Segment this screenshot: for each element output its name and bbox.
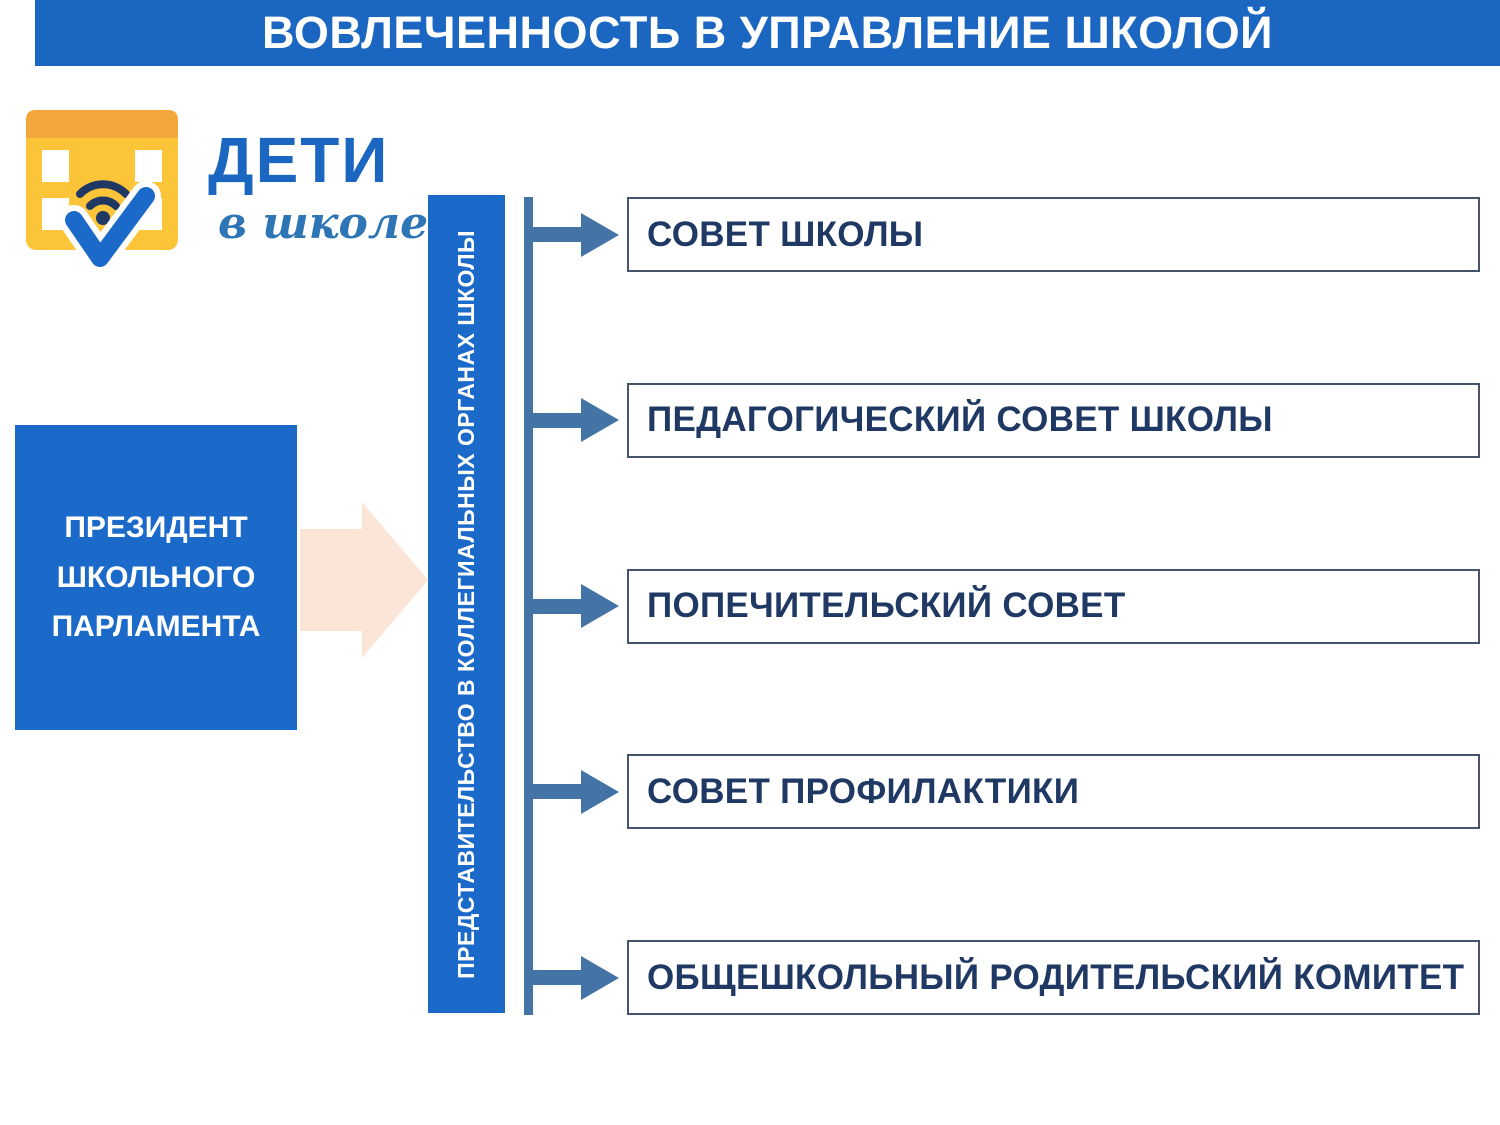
collegial-bodies-tree: СОВЕТ ШКОЛЫ ПЕДАГОГИЧЕСКИЙ СОВЕТ ШКОЛЫ П… — [524, 197, 1480, 1015]
school-logo-icon — [22, 100, 194, 278]
flow-arrow-icon — [300, 502, 428, 658]
logo-title: ДЕТИ — [208, 124, 390, 196]
branch-arrow-icon — [533, 398, 619, 443]
connector-trunk-line — [524, 197, 533, 1015]
body-row: ПЕДАГОГИЧЕСКИЙ СОВЕТ ШКОЛЫ — [524, 382, 1480, 458]
president-box: ПРЕЗИДЕНТ ШКОЛЬНОГО ПАРЛАМЕНТА — [15, 425, 297, 730]
branch-arrow-icon — [533, 769, 619, 814]
logo-subtitle: в школе — [218, 198, 429, 249]
body-box-label: СОВЕТ ШКОЛЫ — [647, 214, 924, 254]
branch-arrow-icon — [533, 212, 619, 257]
branch-arrow-icon — [533, 955, 619, 1000]
body-row: ПОПЕЧИТЕЛЬСКИЙ СОВЕТ — [524, 568, 1480, 644]
body-box: ПЕДАГОГИЧЕСКИЙ СОВЕТ ШКОЛЫ — [627, 382, 1480, 458]
body-box-label: ОБЩЕШКОЛЬНЫЙ РОДИТЕЛЬСКИЙ КОМИТЕТ — [647, 957, 1465, 997]
body-box-label: ПОПЕЧИТЕЛЬСКИЙ СОВЕТ — [647, 586, 1126, 625]
body-row: СОВЕТ ШКОЛЫ — [524, 197, 1480, 272]
flow-arrow-shaft — [300, 529, 362, 631]
checkmark-icon — [59, 181, 161, 273]
body-box-label: СОВЕТ ПРОФИЛАКТИКИ — [647, 771, 1080, 811]
body-row: ОБЩЕШКОЛЬНЫЙ РОДИТЕЛЬСКИЙ КОМИТЕТ — [524, 940, 1480, 1015]
president-label: ПРЕЗИДЕНТ ШКОЛЬНОГО ПАРЛАМЕНТА — [51, 511, 261, 644]
school-building-icon — [26, 110, 178, 273]
body-box: СОВЕТ ШКОЛЫ — [627, 197, 1480, 272]
logo: ДЕТИ в школе — [22, 100, 428, 278]
wifi-icon — [76, 180, 130, 210]
title-banner: ВОВЛЕЧЕННОСТЬ В УПРАВЛЕНИЕ ШКОЛОЙ — [35, 0, 1500, 66]
branch-arrow-icon — [533, 584, 619, 628]
representation-bar-label: ПРЕДСТАВИТЕЛЬСТВО В КОЛЛЕГИАЛЬНЫХ ОРГАНА… — [453, 229, 479, 979]
slide-title: ВОВЛЕЧЕННОСТЬ В УПРАВЛЕНИЕ ШКОЛОЙ — [262, 7, 1273, 58]
flow-arrow-head — [362, 502, 428, 658]
body-box: СОВЕТ ПРОФИЛАКТИКИ — [627, 754, 1480, 830]
body-row: СОВЕТ ПРОФИЛАКТИКИ — [524, 754, 1480, 830]
logo-words: ДЕТИ в школе — [208, 128, 428, 249]
body-box-label: ПЕДАГОГИЧЕСКИЙ СОВЕТ ШКОЛЫ — [647, 400, 1273, 440]
body-box: ПОПЕЧИТЕЛЬСКИЙ СОВЕТ — [627, 568, 1480, 644]
representation-bar: ПРЕДСТАВИТЕЛЬСТВО В КОЛЛЕГИАЛЬНЫХ ОРГАНА… — [428, 195, 505, 1013]
body-box: ОБЩЕШКОЛЬНЫЙ РОДИТЕЛЬСКИЙ КОМИТЕТ — [627, 940, 1480, 1015]
